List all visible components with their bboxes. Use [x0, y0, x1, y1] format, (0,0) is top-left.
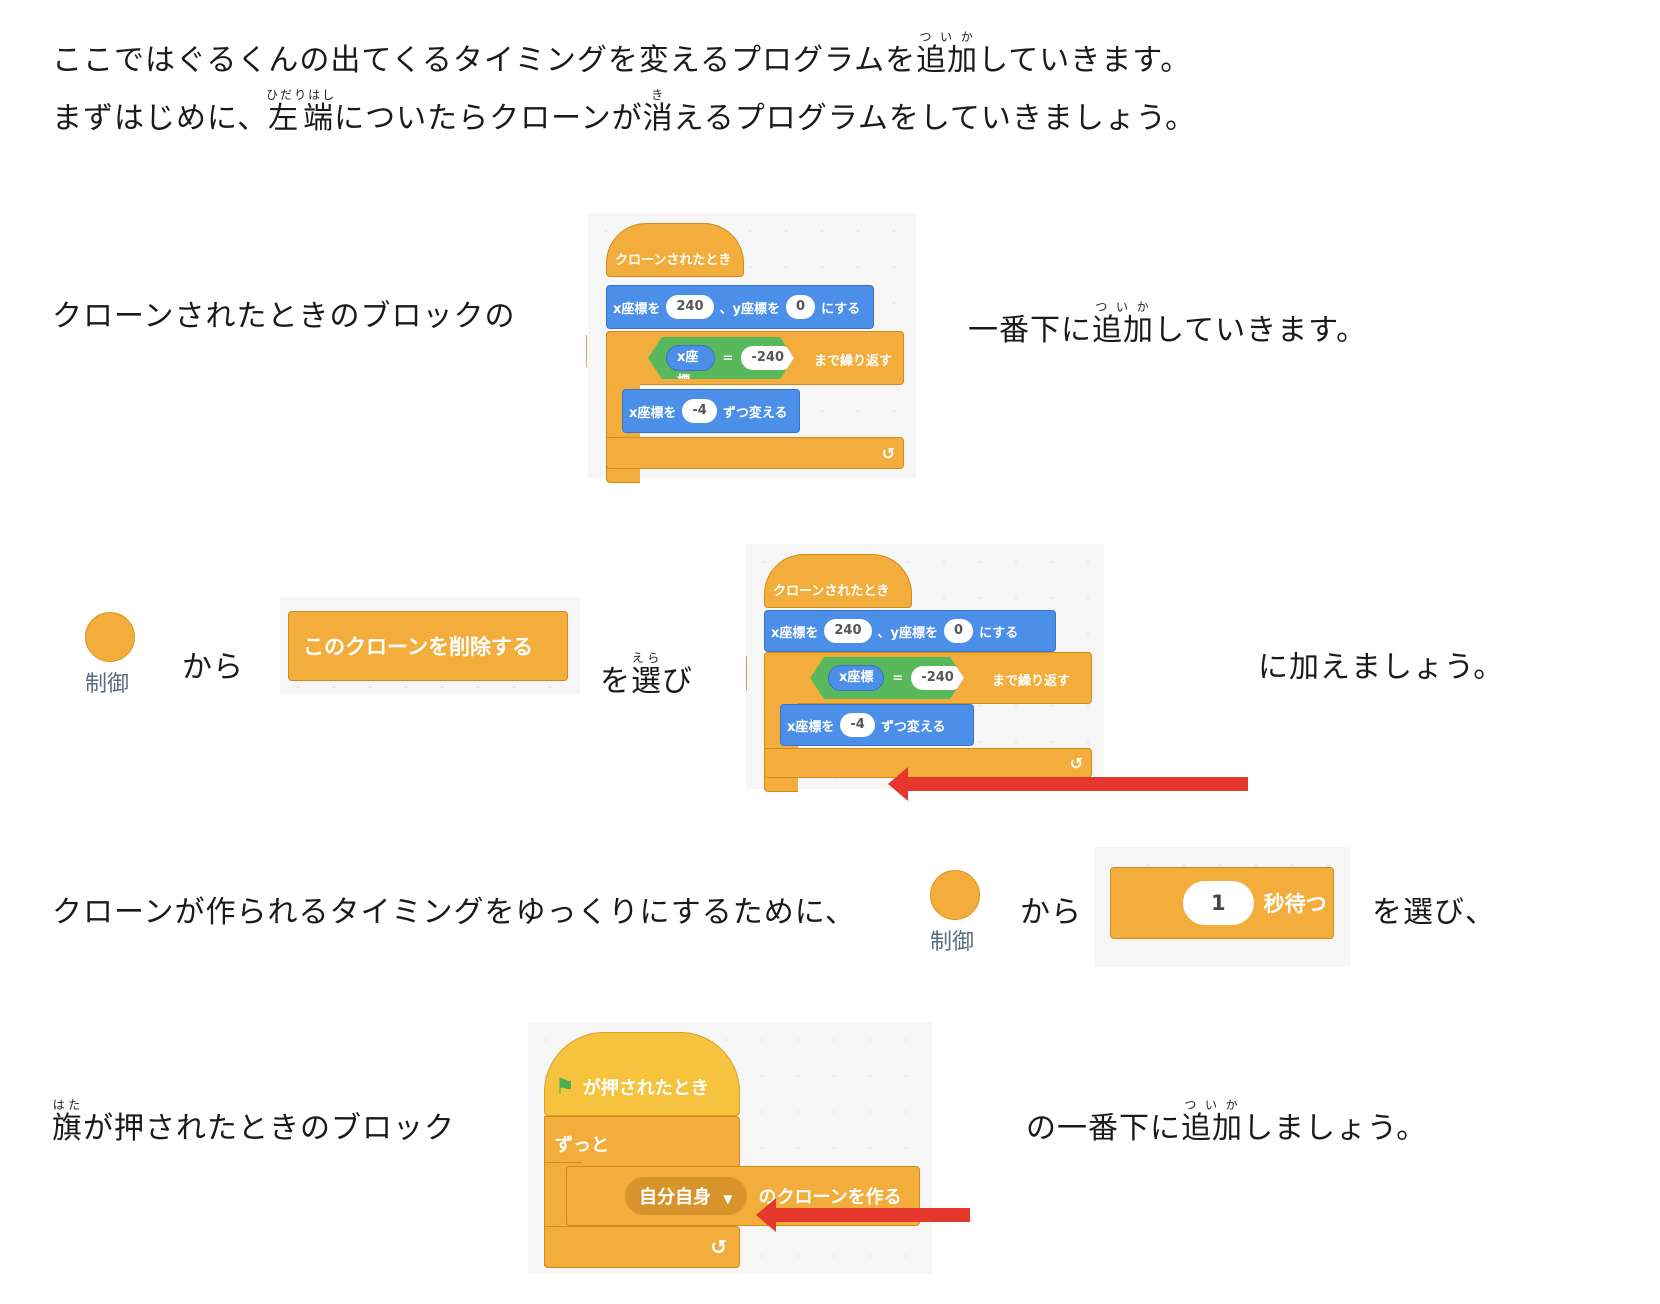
- ruby-hata: 旗はた: [52, 1098, 83, 1146]
- red-arrow-pointer: [756, 1198, 970, 1232]
- clone-hat-block[interactable]: クローンされたとき: [764, 554, 912, 608]
- wait-block-panel: 1 秒待つ: [1094, 847, 1350, 967]
- x-position-reporter[interactable]: x座標: [828, 665, 884, 691]
- intro-text: えるプログラムをしていきましょう。: [673, 101, 1197, 136]
- when-flag-clicked-block[interactable]: ⚑ が押されたとき: [544, 1032, 740, 1116]
- goto-x-input[interactable]: 240: [666, 295, 714, 319]
- green-flag-icon: ⚑: [555, 1074, 575, 1100]
- from-text: から: [1020, 895, 1082, 930]
- change-x-input[interactable]: -4: [682, 399, 717, 423]
- goto-y-input[interactable]: 0: [786, 295, 816, 319]
- goto-x-input[interactable]: 240: [824, 619, 872, 643]
- flag-script-panel: ⚑ が押されたとき ずっと 自分自身 ▼ のクローンを作る ↺: [528, 1022, 932, 1274]
- control-category-icon[interactable]: [85, 612, 135, 662]
- intro-text: していきます。: [978, 43, 1192, 78]
- repeat-label: まで繰り返す: [992, 674, 1071, 689]
- wait-seconds-input[interactable]: 1: [1183, 881, 1254, 925]
- choose-text: を選えらび: [600, 651, 693, 699]
- change-x-input[interactable]: -4: [840, 713, 875, 737]
- dropdown-caret-icon: ▼: [723, 1192, 733, 1206]
- clone-script-panel-2: クローンされたとき x座標を 240 、y座標を 0 にする x座標 = -24…: [746, 544, 1104, 792]
- equals-value-input[interactable]: -240: [911, 666, 964, 690]
- step1-left-text: クローンされたときのブロックの: [52, 299, 516, 334]
- x-position-reporter[interactable]: x座標: [666, 345, 715, 371]
- equals-value-input[interactable]: -240: [741, 346, 794, 370]
- loop-arrow-icon: ↺: [1069, 753, 1083, 773]
- goto-y-input[interactable]: 0: [944, 619, 974, 643]
- clone-hat-block[interactable]: クローンされたとき: [606, 223, 744, 277]
- intro-line-1: ここではぐるくんの出てくるタイミングを変えるプログラムを追加ついかしていきます。: [52, 30, 1191, 78]
- delete-clone-panel: このクローンを削除する: [280, 597, 580, 694]
- delete-this-clone-block[interactable]: このクローンを削除する: [288, 611, 568, 681]
- ruby-ki: 消き: [642, 88, 674, 136]
- control-category-label: 制御: [85, 672, 130, 697]
- repeat-bottom: ↺: [606, 437, 904, 469]
- step4-left-text: 旗はたが押されたときのブロック: [52, 1098, 455, 1146]
- equals-operator[interactable]: x座標 = -240: [648, 337, 794, 379]
- step4-right-text: の一番下に追加ついかしましょう。: [1026, 1098, 1428, 1146]
- loop-arrow-icon: ↺: [710, 1235, 727, 1259]
- ruby-tsuika: 追加ついか: [916, 30, 979, 78]
- clone-target-dropdown[interactable]: 自分自身 ▼: [625, 1177, 747, 1215]
- goto-xy-block[interactable]: x座標を 240 、y座標を 0 にする: [606, 285, 874, 329]
- choose-text: を選び、: [1372, 895, 1496, 930]
- goto-xy-block[interactable]: x座標を 240 、y座標を 0 にする: [764, 610, 1056, 652]
- ruby-tsuika: 追加ついか: [1092, 300, 1154, 348]
- change-x-block[interactable]: x座標を -4 ずつ変える: [622, 389, 800, 433]
- intro-text: ここではぐるくんの出てくるタイミングを変えるプログラムを: [52, 43, 917, 78]
- repeat-bottom: ↺: [764, 748, 1092, 778]
- red-arrow-pointer: [888, 767, 1248, 801]
- repeat-label: まで繰り返す: [814, 354, 893, 369]
- control-category-label: 制御: [930, 930, 975, 955]
- step2-right-text: に加えましょう。: [1258, 650, 1505, 685]
- clone-script-panel-1: クローンされたとき x座標を 240 、y座標を 0 にする x座標 = -24…: [586, 213, 916, 483]
- change-x-block[interactable]: x座標を -4 ずつ変える: [780, 704, 974, 746]
- intro-text: についたらクローンが: [334, 101, 643, 136]
- step3-left-text: クローンが作られるタイミングをゆっくりにするために、: [52, 895, 856, 930]
- forever-bottom: ↺: [544, 1226, 740, 1268]
- step1-right-text: 一番下に追加ついかしていきます。: [968, 300, 1368, 348]
- ruby-hidarihashi: 左端ひだりはし: [266, 88, 337, 136]
- control-category-icon[interactable]: [930, 870, 980, 920]
- from-text: から: [182, 650, 244, 685]
- intro-line-2: まずはじめに、左端ひだりはしについたらクローンが消きえるプログラムをしていきまし…: [52, 88, 1196, 136]
- wait-seconds-block[interactable]: 1 秒待つ: [1110, 867, 1334, 939]
- ruby-era: 選えら: [631, 651, 662, 699]
- intro-text: まずはじめに、: [52, 101, 269, 136]
- loop-arrow-icon: ↺: [881, 443, 895, 463]
- ruby-tsuika: 追加ついか: [1181, 1098, 1243, 1146]
- equals-operator[interactable]: x座標 = -240: [810, 657, 964, 699]
